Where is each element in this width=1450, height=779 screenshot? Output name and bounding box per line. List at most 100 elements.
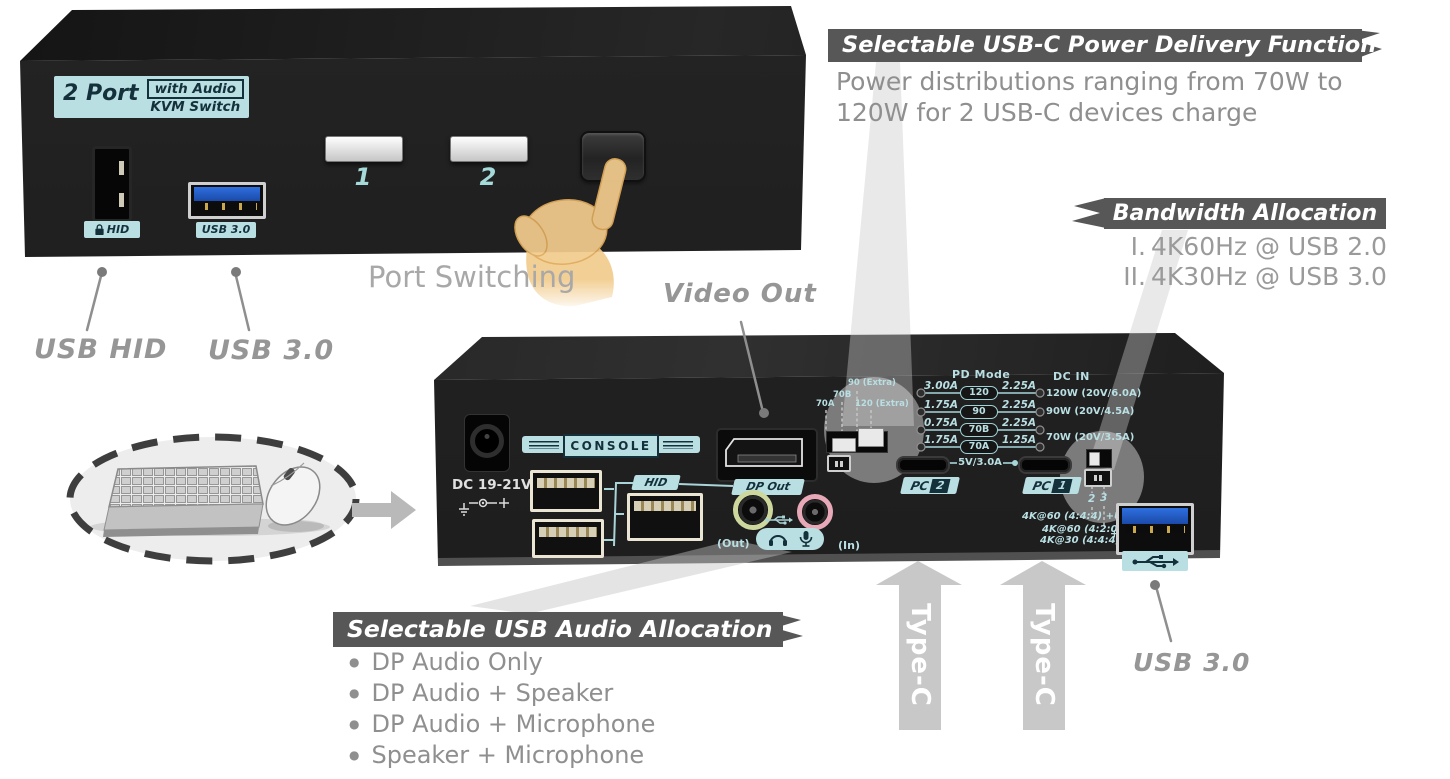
dip-position-icon bbox=[1084, 469, 1112, 487]
dc-polarity-icon bbox=[459, 498, 509, 516]
pc2-badge-label: PC bbox=[909, 478, 931, 493]
usb-trident-icon-small bbox=[765, 515, 793, 525]
dcin-120w: 120W (20V/6.0A) bbox=[1046, 388, 1142, 399]
dip-label-90-extra: 90 (Extra) bbox=[848, 378, 896, 388]
lock-icon bbox=[95, 224, 104, 235]
front-hid-badge: HID bbox=[84, 221, 140, 238]
front-model-badge: 2 Port with Audio KVM Switch bbox=[54, 76, 250, 118]
pd-row3-mode: 70B bbox=[960, 423, 998, 437]
dip-position-icon bbox=[827, 455, 851, 472]
pc1-badge-label: PC bbox=[1031, 478, 1053, 493]
dc-jack-hole bbox=[470, 424, 504, 458]
headset-mic-badge bbox=[756, 528, 824, 550]
rear-hid-badge: HID bbox=[631, 475, 681, 490]
audio-option: DP Audio Only bbox=[349, 646, 655, 677]
pd-row2-left: 1.75A bbox=[924, 399, 959, 411]
usbc-power-label: 5V/3.0A bbox=[958, 457, 1002, 468]
dip-label-70a: 70A bbox=[816, 399, 835, 409]
bandwidth-item2-numeral: II. bbox=[1123, 262, 1146, 291]
front-usb3-badge: USB 3.0 bbox=[196, 222, 256, 238]
dip-pos3-label: 3 bbox=[1100, 492, 1108, 504]
dip-pos2-label: 2 bbox=[1088, 493, 1096, 505]
usb3-pins bbox=[1125, 526, 1185, 533]
bandwidth-banner: Bandwidth Allocation bbox=[1104, 198, 1386, 229]
pd-row1-mode: 120 bbox=[960, 386, 998, 400]
badge-port-count: 2 Port bbox=[63, 81, 139, 106]
power-delivery-banner: Selectable USB-C Power Delivery Function bbox=[828, 29, 1376, 62]
usb-contact bbox=[119, 161, 124, 175]
pd-row2-mode: 90 bbox=[960, 405, 998, 419]
bandwidth-mode-4k30: 4K@30 (4:4:4) bbox=[1040, 535, 1121, 546]
pc2-badge: PC 2 bbox=[900, 477, 960, 494]
usb3-tongue bbox=[194, 187, 260, 201]
pd-row4-mode: 70A bbox=[960, 440, 998, 454]
dc-power-jack bbox=[464, 414, 510, 472]
usb-tongue bbox=[539, 527, 597, 537]
dcin-70w: 70W (20V/3.5A) bbox=[1046, 432, 1135, 443]
console-hid-usb-port bbox=[627, 493, 703, 541]
bandwidth-banner-flag bbox=[1072, 198, 1106, 228]
microphone-icon bbox=[799, 531, 813, 547]
audio-option: DP Audio + Speaker bbox=[349, 677, 655, 708]
usb3-tongue bbox=[1122, 508, 1188, 524]
keyboard-illustration bbox=[90, 465, 330, 537]
pc2-usbc-port bbox=[896, 456, 950, 474]
badge-with-audio: with Audio bbox=[146, 79, 245, 99]
pc1-usbc-port bbox=[1018, 456, 1072, 474]
dc-voltage-label: DC 19-21V bbox=[452, 477, 532, 493]
mouse-illustration bbox=[265, 462, 324, 532]
port1-indicator bbox=[325, 136, 403, 162]
bandwidth-item1-numeral: I. bbox=[1130, 232, 1146, 261]
displayport-out-port bbox=[716, 428, 818, 482]
pd-mode-dip-switch bbox=[826, 428, 888, 453]
usb3-rear-callout: USB 3.0 bbox=[1133, 648, 1251, 677]
bandwidth-item2-text: 4K30Hz @ USB 3.0 bbox=[1151, 262, 1387, 291]
pc2-badge-number: 2 bbox=[929, 478, 951, 493]
power-delivery-desc-line1: Power distributions ranging from 70W to bbox=[836, 67, 1343, 96]
bandwidth-item1-text: 4K60Hz @ USB 2.0 bbox=[1151, 232, 1387, 261]
usb-hid-callout: USB HID bbox=[34, 334, 168, 365]
port-switch-button bbox=[580, 131, 646, 182]
bandwidth-dip-switch bbox=[1086, 449, 1112, 468]
audio-out-jack bbox=[733, 490, 773, 530]
dip-slider bbox=[1089, 452, 1100, 466]
dip-slider-right bbox=[858, 428, 884, 447]
usb-tongue bbox=[634, 501, 696, 511]
front-usb-hid-port bbox=[92, 146, 132, 222]
port-switching-label: Port Switching bbox=[368, 260, 576, 294]
bandwidth-item-1: I. 4K60Hz @ USB 2.0 bbox=[1112, 231, 1387, 262]
audio-beam bbox=[470, 540, 792, 614]
headphone-icon bbox=[769, 535, 787, 546]
connect-arrow bbox=[352, 491, 416, 529]
console-label: CONSOLE bbox=[563, 434, 659, 458]
typec-label-right: Type-C bbox=[1029, 603, 1059, 707]
pd-row1-left: 3.00A bbox=[924, 380, 959, 392]
rear-usb-badge bbox=[1122, 551, 1188, 571]
video-out-callout: Video Out bbox=[663, 279, 817, 309]
pd-row3-right: 2.25A bbox=[1002, 417, 1037, 429]
typec-label-left: Type-C bbox=[905, 603, 935, 707]
bandwidth-mode-4k60: 4K@60 (4:2:0) bbox=[1042, 524, 1123, 535]
dc-in-header: DC IN bbox=[1053, 370, 1090, 383]
audio-in-jack bbox=[797, 494, 833, 530]
usb3-front-callout: USB 3.0 bbox=[208, 335, 335, 366]
dcin-90w: 90W (20V/4.5A) bbox=[1046, 406, 1135, 417]
leader-dots bbox=[97, 267, 1160, 590]
pd-row2-right: 2.25A bbox=[1002, 399, 1037, 411]
badge-kvm-switch: KVM Switch bbox=[150, 99, 241, 115]
console-label-strip: CONSOLE bbox=[522, 434, 700, 458]
usb-tongue bbox=[537, 478, 595, 488]
console-usb-port-1 bbox=[530, 470, 602, 512]
port1-label: 1 bbox=[354, 163, 372, 191]
leader-lines bbox=[85, 274, 1173, 643]
audio-option: DP Audio + Microphone bbox=[349, 708, 655, 739]
dip-label-120-extra: 120 (Extra) bbox=[855, 399, 909, 409]
audio-allocation-banner: Selectable USB Audio Allocation bbox=[333, 612, 783, 647]
console-devices-ellipse bbox=[66, 433, 360, 565]
bandwidth-mode-u2: 4K@60 (4:4:4) +U2 bbox=[1022, 511, 1130, 522]
front-hid-badge-label: HID bbox=[106, 223, 130, 236]
bandwidth-item-2: II. 4K30Hz @ USB 3.0 bbox=[1112, 261, 1387, 292]
audio-out-label: (Out) bbox=[717, 537, 750, 550]
dip-label-70b: 70B bbox=[833, 390, 852, 400]
